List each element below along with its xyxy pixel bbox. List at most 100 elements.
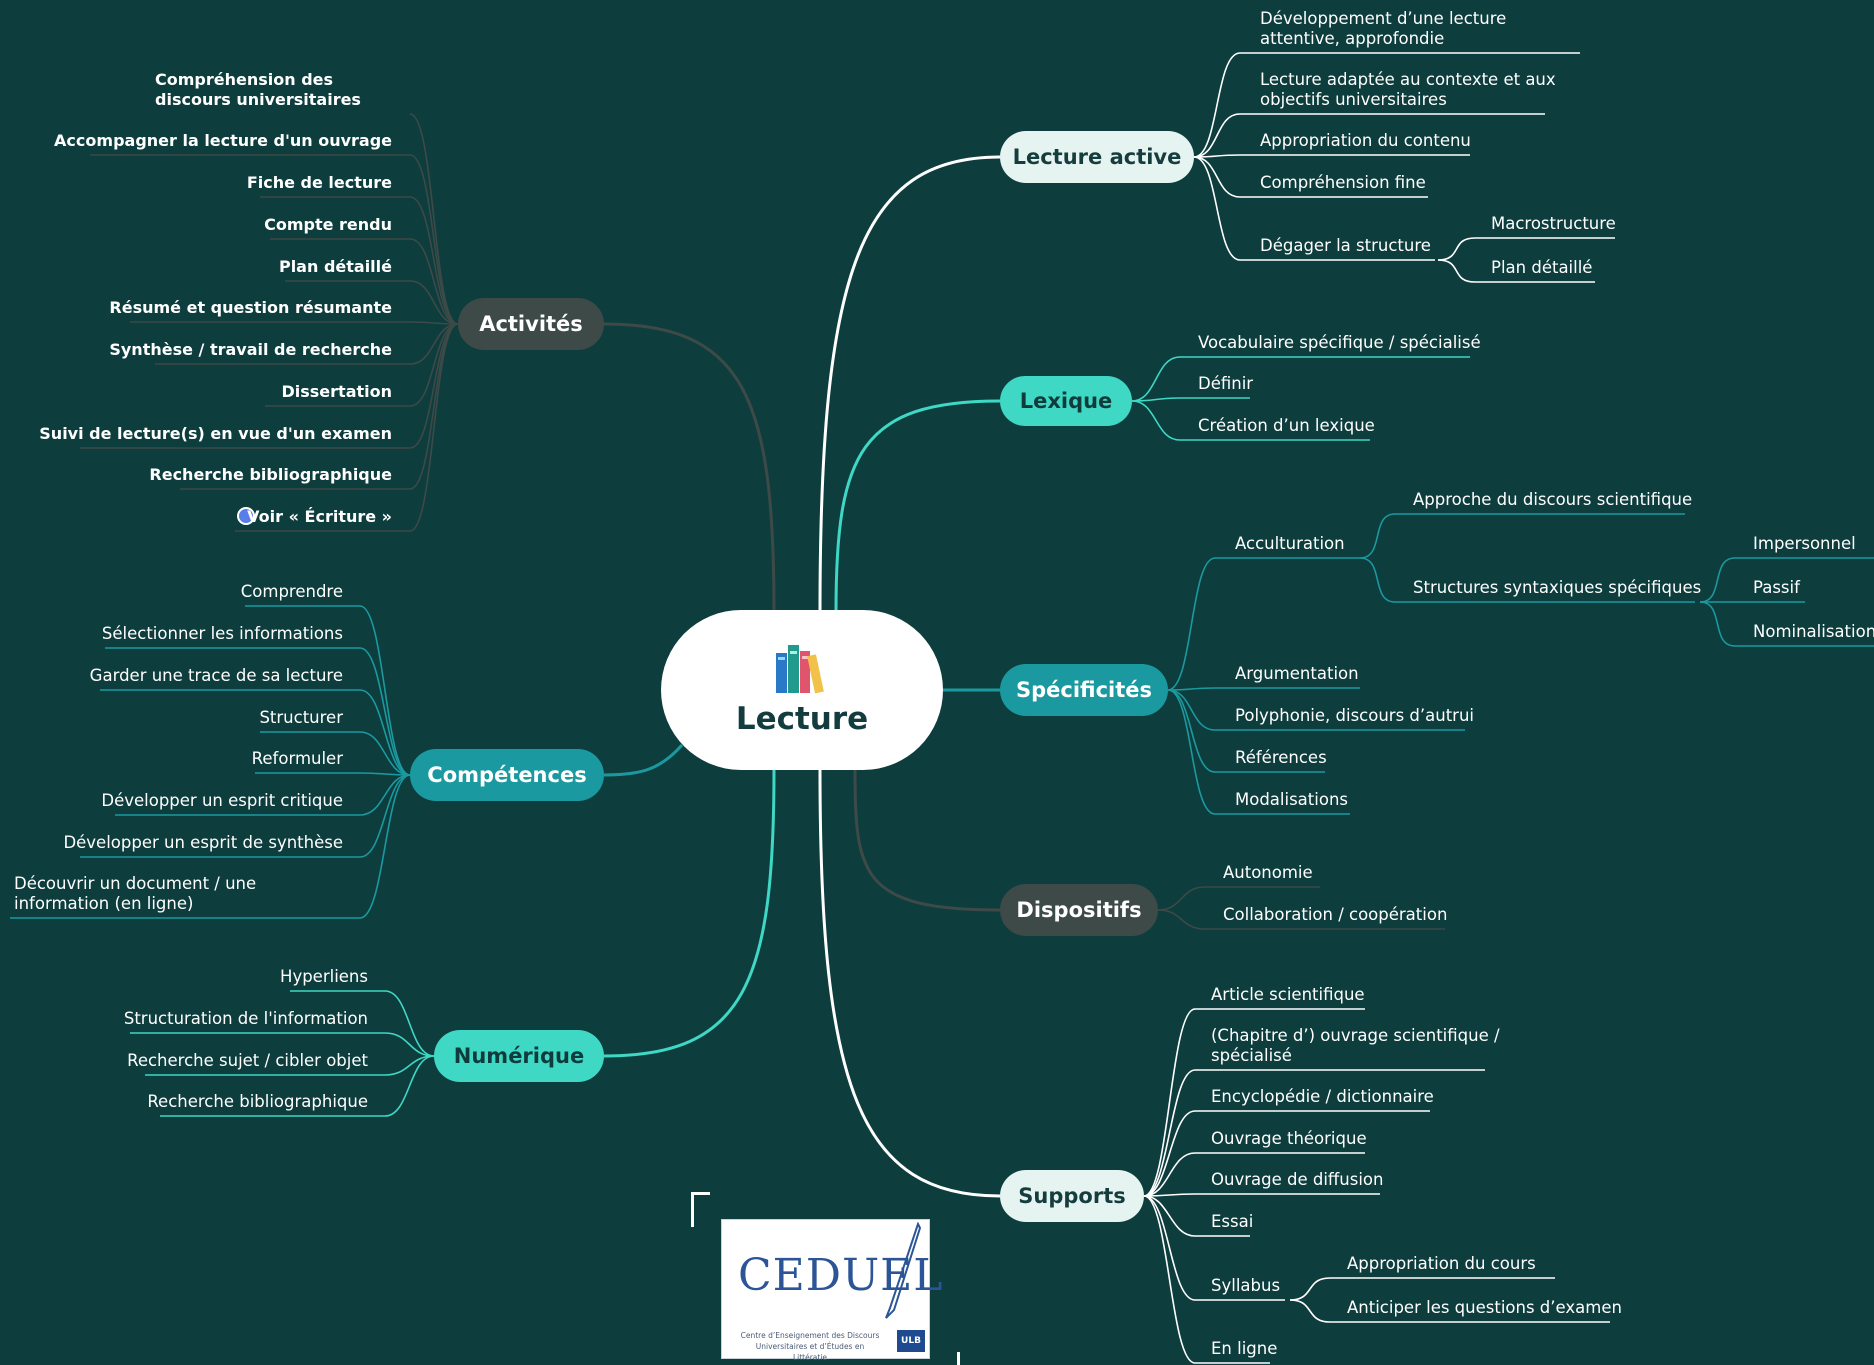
- leaf-connector: [235, 323, 459, 532]
- leaf-numerique[interactable]: Structuration de l'information: [123, 1009, 368, 1028]
- leaf-connector: [1359, 513, 1685, 559]
- leaf-activites[interactable]: Compréhension des discours universitaire…: [155, 70, 361, 109]
- leaf-supports[interactable]: Article scientifique: [1211, 985, 1365, 1004]
- branch-label: Activités: [479, 312, 583, 336]
- leaf-connector: [1131, 400, 1370, 441]
- leaf-lecture-active[interactable]: Appropriation du contenu: [1260, 131, 1471, 150]
- leaf-lexique[interactable]: Création d’un lexique: [1198, 416, 1375, 435]
- leaf-connector: [1143, 1152, 1365, 1197]
- leaf-lecture-active[interactable]: Développement d’une lecture attentive, a…: [1260, 9, 1507, 48]
- leaf-connector: [245, 605, 411, 776]
- branch-connector: [853, 767, 1001, 912]
- leaf-supports[interactable]: Ouvrage de diffusion: [1211, 1170, 1384, 1189]
- leaf-connector: [1193, 156, 1435, 261]
- branch-activites[interactable]: Activités: [458, 298, 604, 350]
- leaf-activites[interactable]: Résumé et question résumante: [109, 298, 392, 317]
- leaf-competences[interactable]: Garder une trace de sa lecture: [89, 666, 343, 685]
- branch-lecture-active[interactable]: Lecture active: [1000, 131, 1194, 183]
- leaf-competences[interactable]: Développer un esprit critique: [101, 791, 343, 810]
- leaf-syntax[interactable]: Nominalisation: [1753, 622, 1874, 641]
- branch-label: Spécificités: [1015, 678, 1153, 702]
- leaf-acculturation[interactable]: Structures syntaxiques spécifiques: [1413, 578, 1702, 597]
- leaf-lexique[interactable]: Vocabulaire spécifique / spécialisé: [1198, 333, 1481, 352]
- leaf-numerique[interactable]: Recherche bibliographique: [147, 1092, 368, 1111]
- leaf-syntax[interactable]: Impersonnel: [1753, 534, 1856, 553]
- leaf-dispositifs[interactable]: Collaboration / coopération: [1223, 905, 1448, 924]
- leaf-connector: [100, 689, 411, 776]
- leaf-specificites[interactable]: Acculturation: [1235, 534, 1345, 553]
- leaf-activites[interactable]: Suivi de lecture(s) en vue d'un examen: [39, 424, 392, 443]
- leaf-competences[interactable]: Sélectionner les informations: [101, 624, 343, 643]
- leaf-lecture-active[interactable]: Lecture adaptée au contexte et aux objec…: [1260, 70, 1556, 109]
- branch-connector: [603, 769, 776, 1058]
- leaf-connector: [285, 280, 459, 325]
- leaf-supports[interactable]: Syllabus: [1211, 1276, 1281, 1295]
- leaf-connector: [1359, 557, 1695, 603]
- leaf-supports[interactable]: Essai: [1211, 1212, 1254, 1231]
- leaf-connector: [180, 323, 459, 490]
- ulb-badge: ULB: [897, 1330, 925, 1352]
- branch-specificites[interactable]: Spécificités: [1000, 664, 1168, 716]
- leaf-activites[interactable]: Recherche bibliographique: [149, 465, 392, 484]
- leaf-supports[interactable]: Ouvrage théorique: [1211, 1129, 1367, 1148]
- branch-connector: [603, 322, 776, 613]
- branch-connector: [603, 744, 684, 777]
- leaf-connector: [1289, 1277, 1555, 1301]
- branch-lexique[interactable]: Lexique: [1000, 376, 1132, 426]
- leaf-connector: [1289, 1299, 1610, 1323]
- leaf-syllabus[interactable]: Appropriation du cours: [1347, 1254, 1536, 1273]
- leaf-connector: [1437, 237, 1615, 261]
- leaf-lexique[interactable]: Définir: [1198, 374, 1254, 393]
- leaf-lecture-active[interactable]: Compréhension fine: [1260, 173, 1426, 192]
- leaf-connector: [155, 323, 459, 365]
- leaf-competences[interactable]: Comprendre: [240, 582, 343, 601]
- leaf-connector: [130, 1032, 435, 1057]
- leaf-structure[interactable]: Macrostructure: [1491, 214, 1616, 233]
- leaf-activites[interactable]: Plan détaillé: [278, 257, 392, 276]
- leaf-specificites[interactable]: Polyphonie, discours d’autrui: [1235, 706, 1475, 725]
- leaf-competences[interactable]: Découvrir un document / une information …: [14, 874, 257, 913]
- leaf-specificites[interactable]: Modalisations: [1235, 790, 1348, 809]
- leaf-specificites[interactable]: Références: [1235, 748, 1327, 767]
- branch-dispositifs[interactable]: Dispositifs: [1000, 884, 1158, 936]
- leaf-activites[interactable]: Fiche de lecture: [246, 173, 392, 192]
- center-node[interactable]: Lecture: [661, 610, 943, 770]
- leaf-connector: [1193, 113, 1545, 158]
- leaf-dispositifs[interactable]: Autonomie: [1223, 863, 1313, 882]
- leaf-connector: [1143, 1008, 1365, 1197]
- leaf-structure[interactable]: Plan détaillé: [1491, 258, 1593, 277]
- leaf-activites[interactable]: Compte rendu: [264, 215, 392, 234]
- leaf-activites[interactable]: Synthèse / travail de recherche: [109, 340, 392, 359]
- leaf-activites[interactable]: Dissertation: [281, 382, 392, 401]
- branch-numerique[interactable]: Numérique: [434, 1030, 604, 1082]
- leaf-syntax[interactable]: Passif: [1753, 578, 1800, 597]
- leaf-activites-link[interactable]: Voir « Écriture »: [247, 507, 392, 526]
- leaf-competences[interactable]: Structurer: [259, 708, 343, 727]
- leaf-connector: [1143, 1195, 1285, 1301]
- leaf-supports[interactable]: Encyclopédie / dictionnaire: [1211, 1087, 1434, 1106]
- leaf-specificites[interactable]: Argumentation: [1235, 664, 1359, 683]
- leaf-competences[interactable]: Développer un esprit de synthèse: [63, 833, 343, 852]
- leaf-acculturation[interactable]: Approche du discours scientifique: [1413, 490, 1693, 509]
- leaf-connector: [1167, 689, 1350, 815]
- leaf-syllabus[interactable]: Anticiper les questions d’examen: [1347, 1298, 1622, 1317]
- leaf-supports[interactable]: (Chapitre d’) ouvrage scientifique / spé…: [1211, 1026, 1500, 1065]
- branch-label: Numérique: [453, 1044, 585, 1068]
- leaf-connector: [10, 774, 411, 919]
- leaf-numerique[interactable]: Recherche sujet / cibler objet: [127, 1051, 368, 1070]
- leaf-competences[interactable]: Reformuler: [251, 749, 343, 768]
- leaf-lecture-active[interactable]: Dégager la structure: [1260, 236, 1431, 255]
- leaf-connector: [1167, 557, 1360, 691]
- link-icon[interactable]: [237, 507, 255, 525]
- leaf-connector: [260, 196, 459, 325]
- leaf-connector: [409, 113, 459, 325]
- corner-bracket: [957, 1352, 960, 1365]
- branch-supports[interactable]: Supports: [1000, 1170, 1144, 1222]
- leaf-activites[interactable]: Accompagner la lecture d'un ouvrage: [54, 131, 392, 150]
- branch-connector: [818, 155, 1001, 613]
- leaf-numerique[interactable]: Hyperliens: [280, 967, 368, 986]
- leaf-supports[interactable]: En ligne: [1211, 1339, 1278, 1358]
- branch-competences[interactable]: Compétences: [410, 749, 604, 801]
- leaf-connector: [260, 731, 411, 776]
